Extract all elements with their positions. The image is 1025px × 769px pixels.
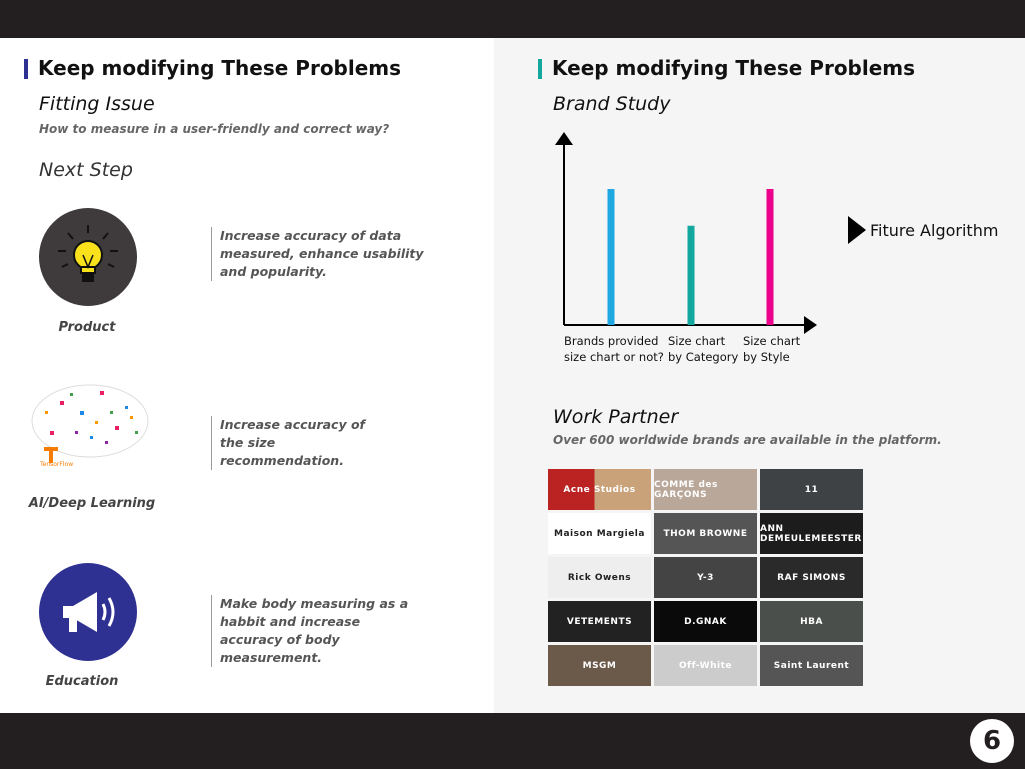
brand-name: ANN DEMEULEMEESTER bbox=[760, 523, 862, 544]
future-algorithm-label: Fiture Algorithm bbox=[848, 216, 998, 244]
brand-study-heading: Brand Study bbox=[553, 93, 671, 115]
megaphone-icon bbox=[39, 563, 137, 661]
right-panel: Keep modifying These Problems Brand Stud… bbox=[494, 38, 1025, 713]
future-algorithm-text: Fiture Algorithm bbox=[870, 220, 999, 240]
x-tick-line: Size chart bbox=[668, 334, 726, 348]
ai-caption: AI/Deep Learning bbox=[28, 496, 156, 511]
y-axis-arrow bbox=[555, 132, 573, 145]
brand-tile: HBA bbox=[760, 601, 863, 642]
neural-brain-icon: TensorFlow bbox=[30, 381, 152, 471]
fitting-issue-subtitle: How to measure in a user-friendly and co… bbox=[39, 122, 390, 136]
fitting-issue-heading: Fitting Issue bbox=[39, 93, 155, 115]
next-step-heading: Next Step bbox=[39, 159, 133, 181]
brand-name: RAF SIMONS bbox=[777, 572, 846, 583]
product-description: Increase accuracy of data measured, enha… bbox=[211, 227, 431, 281]
brand-tile: VETEMENTS bbox=[548, 601, 651, 642]
brand-name: Acne Studios bbox=[563, 484, 636, 495]
brand-tile: D.GNAK bbox=[654, 601, 757, 642]
brand-tile: Acne Studios bbox=[548, 469, 651, 510]
bar-1 bbox=[607, 189, 615, 325]
right-title: Keep modifying These Problems bbox=[538, 56, 915, 80]
brand-tile: THOM BROWNE bbox=[654, 513, 757, 554]
brand-name: THOM BROWNE bbox=[663, 528, 748, 539]
brand-tile: Y-3 bbox=[654, 557, 757, 598]
brand-study-chart bbox=[555, 132, 817, 334]
brand-name: HBA bbox=[800, 616, 823, 627]
lightbulb-icon bbox=[39, 208, 137, 306]
page-number: 6 bbox=[970, 719, 1014, 763]
education-description: Make body measuring as a habbit and incr… bbox=[211, 595, 426, 667]
work-partner-heading: Work Partner bbox=[553, 406, 679, 428]
brand-name: Maison Margiela bbox=[554, 528, 645, 539]
triangle-arrow-icon bbox=[848, 216, 866, 244]
x-tick-line: size chart or not? bbox=[564, 350, 664, 364]
x-tick-label: Size chart by Style bbox=[743, 333, 800, 365]
brand-name: Saint Laurent bbox=[773, 660, 850, 671]
brand-name: Rick Owens bbox=[567, 572, 632, 583]
brand-name: COMME des GARÇONS bbox=[654, 479, 718, 500]
brand-name: Off-White bbox=[679, 660, 732, 671]
x-tick-line: Size chart bbox=[743, 334, 801, 348]
brand-tile: 11 bbox=[760, 469, 863, 510]
bar-3 bbox=[766, 189, 774, 325]
education-caption: Education bbox=[45, 674, 119, 689]
product-caption: Product bbox=[58, 320, 116, 335]
brand-tile: Maison Margiela bbox=[548, 513, 651, 554]
brand-name: VETEMENTS bbox=[566, 616, 633, 627]
x-axis-arrow bbox=[804, 316, 817, 334]
left-title: Keep modifying These Problems bbox=[24, 56, 401, 80]
left-panel: Keep modifying These Problems Fitting Is… bbox=[0, 38, 494, 713]
x-tick-label: Size chart by Category bbox=[668, 333, 738, 365]
brand-tile: Rick Owens bbox=[548, 557, 651, 598]
brand-tile: Off-White bbox=[654, 645, 757, 686]
bottom-bar bbox=[0, 713, 1025, 769]
brand-name: D.GNAK bbox=[684, 616, 727, 627]
brand-tile: ANN DEMEULEMEESTER bbox=[760, 513, 863, 554]
top-bar bbox=[0, 0, 1025, 38]
x-tick-line: by Category bbox=[668, 350, 739, 364]
brand-tile: Saint Laurent bbox=[760, 645, 863, 686]
x-tick-line: Brands provided bbox=[564, 334, 659, 348]
brand-tile: RAF SIMONS bbox=[760, 557, 863, 598]
brand-name: MSGM bbox=[582, 660, 617, 671]
bar-2 bbox=[687, 225, 695, 325]
brand-name: 11 bbox=[804, 484, 819, 495]
work-partner-subtitle: Over 600 worldwide brands are available … bbox=[553, 433, 942, 447]
x-tick-line: by Style bbox=[743, 350, 790, 364]
tensorflow-logo: TensorFlow bbox=[40, 461, 74, 468]
x-tick-label: Brands provided size chart or not? bbox=[564, 333, 664, 365]
brand-name: Y-3 bbox=[697, 572, 714, 583]
ai-description: Increase accuracy of the size recommenda… bbox=[211, 416, 371, 470]
brand-tile: COMME des GARÇONS bbox=[654, 469, 757, 510]
brand-tile: MSGM bbox=[548, 645, 651, 686]
